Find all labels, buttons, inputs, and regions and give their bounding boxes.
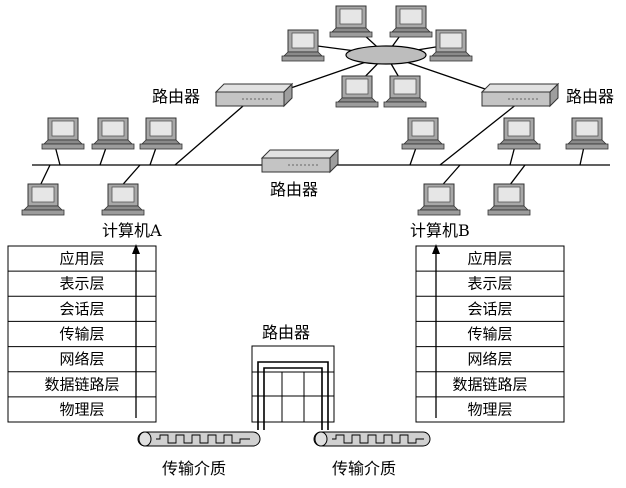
router-icon-top-left <box>215 83 293 107</box>
osi-layer-label: 传输层 <box>467 325 512 343</box>
medium-label-right: 传输介质 <box>332 459 396 478</box>
osi-layer-label: 传输层 <box>59 325 104 343</box>
osi-layer-label: 网络层 <box>467 350 512 368</box>
osi-layer-label: 会话层 <box>467 300 512 318</box>
computer-b-label: 计算机B <box>410 221 470 240</box>
cable-left <box>137 431 261 447</box>
osi-layer-label: 数据链路层 <box>452 375 527 393</box>
medium-label-left: 传输介质 <box>162 459 226 478</box>
router-label-middle: 路由器 <box>270 180 318 199</box>
router-icon-middle <box>261 149 339 173</box>
arrow-up-icon <box>132 244 440 418</box>
hub-icon <box>345 45 427 65</box>
osi-layer-label: 物理层 <box>467 400 512 418</box>
osi-layer-label: 会话层 <box>59 300 104 318</box>
osi-layer-label: 物理层 <box>59 400 104 418</box>
router-icon-top-right <box>481 83 559 107</box>
osi-layer-label: 网络层 <box>59 350 104 368</box>
cable-right <box>313 431 431 447</box>
router-label-top-left: 路由器 <box>152 87 200 106</box>
computer-a-label: 计算机A <box>102 221 162 240</box>
osi-layer-label: 表示层 <box>59 275 104 293</box>
osi-layer-label: 应用层 <box>59 250 104 268</box>
osi-layer-label: 表示层 <box>467 275 512 293</box>
osi-layer-label: 应用层 <box>467 250 512 268</box>
router-stack-label: 路由器 <box>262 323 310 342</box>
osi-layer-label: 数据链路层 <box>44 375 119 393</box>
router-label-top-right: 路由器 <box>566 87 614 106</box>
router-stack <box>251 345 335 430</box>
